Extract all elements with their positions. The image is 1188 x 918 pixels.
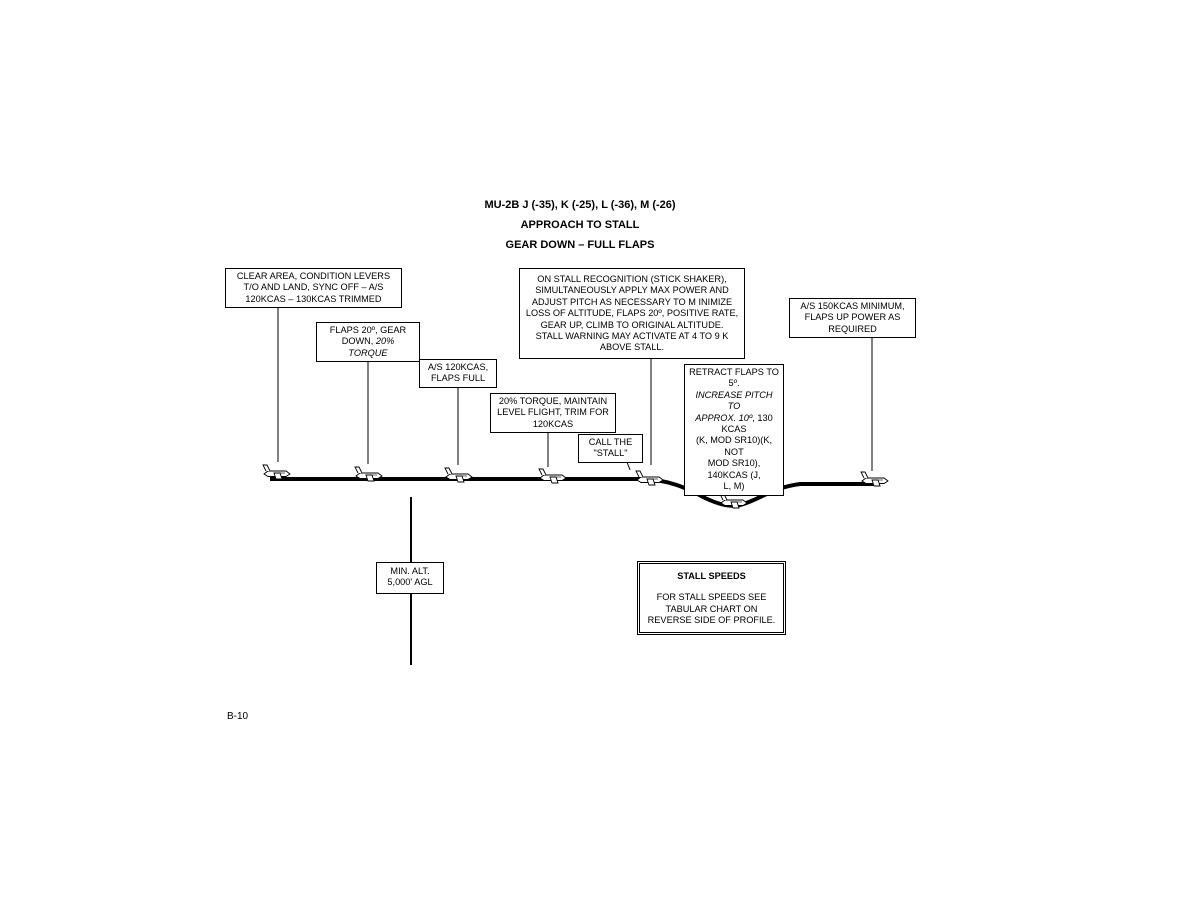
- step-text: ADJUST PITCH AS NECESSARY TO M INIMIZE: [531, 296, 733, 307]
- step-box-150kcas: A/S 150KCAS MINIMUM, FLAPS UP POWER AS R…: [789, 298, 916, 339]
- flight-path: [270, 477, 880, 508]
- step-text: DOWN,: [341, 336, 376, 347]
- min-altitude-text: MIN. ALT.: [390, 566, 430, 576]
- step-text: INCREASE PITCH TO: [695, 389, 773, 412]
- step-text: APPROX. 10º: [695, 412, 753, 423]
- step-text: CLEAR AREA, CONDITION LEVERS: [236, 271, 391, 281]
- stall-speeds-text: FOR STALL SPEEDS SEE: [656, 592, 767, 603]
- min-altitude-box: MIN. ALT. 5,000' AGL: [376, 562, 444, 594]
- step-text: 20% TORQUE: [348, 336, 395, 358]
- step-box-20-torque: 20% TORQUE, MAINTAIN LEVEL FLIGHT, TRIM …: [490, 393, 616, 434]
- airplane-icon: [262, 464, 291, 480]
- diagram-subtitle: APPROACH TO STALL: [520, 219, 640, 231]
- step-box-retract-flaps: RETRACT FLAPS TO 5º. INCREASE PITCH TO A…: [684, 364, 784, 497]
- step-text: , 130 KCAS: [721, 412, 773, 435]
- step-text: A/S 120KCAS,: [427, 362, 489, 372]
- step-text: GEAR UP, CLIMB TO ORIGINAL ALTITUDE.: [540, 319, 724, 330]
- page-number: B-10: [227, 711, 249, 722]
- step-box-clear-area: CLEAR AREA, CONDITION LEVERS T/O AND LAN…: [225, 268, 402, 309]
- step-text: T/O AND LAND, SYNC OFF – A/S: [243, 282, 384, 293]
- step-text: RETRACT FLAPS TO 5º.: [689, 367, 779, 389]
- step-text: A/S 150KCAS MINIMUM,: [800, 301, 905, 311]
- step-text: DOWN, 20% TORQUE: [321, 336, 415, 359]
- step-text: L, M): [723, 481, 745, 492]
- step-text: MOD SR10), 140KCAS (J,: [707, 458, 761, 480]
- step-text: REQUIRED: [828, 323, 877, 334]
- step-text: 120KCAS: [532, 418, 574, 429]
- step-text: ABOVE STALL.: [599, 342, 665, 353]
- diagram-title: MU-2B J (-35), K (-25), L (-36), M (-26): [484, 199, 676, 211]
- min-altitude-text: 5,000' AGL: [387, 577, 433, 588]
- airplane-icon: [635, 470, 664, 486]
- step-text: 120KCAS – 130KCAS TRIMMED: [245, 293, 382, 304]
- step-text: LOSS OF ALTITUDE, FLAPS 20º, POSITIVE RA…: [525, 308, 739, 319]
- step-text: ON STALL RECOGNITION (STICK SHAKER),: [537, 274, 727, 284]
- step-text: FLAPS 20º, GEAR: [329, 325, 407, 335]
- step-text: FLAPS UP POWER AS: [804, 312, 901, 323]
- step-box-call-stall: CALL THE "STALL": [578, 434, 643, 463]
- step-text: LEVEL FLIGHT, TRIM FOR: [497, 407, 609, 418]
- step-text: CALL THE: [588, 437, 633, 447]
- stall-speeds-box: STALL SPEEDS FOR STALL SPEEDS SEE TABULA…: [637, 561, 786, 635]
- diagram-subtitle-2: GEAR DOWN – FULL FLAPS: [505, 239, 655, 251]
- step-box-stall-recognition: ON STALL RECOGNITION (STICK SHAKER), SIM…: [519, 268, 745, 359]
- step-text: (K, MOD SR10)(K, NOT: [695, 435, 773, 457]
- step-text: "STALL": [593, 448, 628, 459]
- step-text: APPROX. 10º, 130 KCAS: [689, 413, 779, 436]
- stall-speeds-heading: STALL SPEEDS: [677, 571, 746, 581]
- step-text: STALL WARNING MAY ACTIVATE AT 4 TO 9 K: [535, 331, 729, 342]
- stall-speeds-text: TABULAR CHART ON: [665, 603, 758, 614]
- stall-speeds-text: REVERSE SIDE OF PROFILE.: [647, 615, 776, 626]
- step-text: 20% TORQUE, MAINTAIN: [498, 396, 608, 406]
- step-text: SIMULTANEOUSLY APPLY MAX POWER AND: [535, 285, 729, 296]
- step-text: FLAPS FULL: [430, 373, 486, 384]
- step-box-flaps-20: FLAPS 20º, GEAR DOWN, 20% TORQUE: [316, 322, 420, 363]
- step-box-flaps-full: A/S 120KCAS, FLAPS FULL: [419, 359, 497, 388]
